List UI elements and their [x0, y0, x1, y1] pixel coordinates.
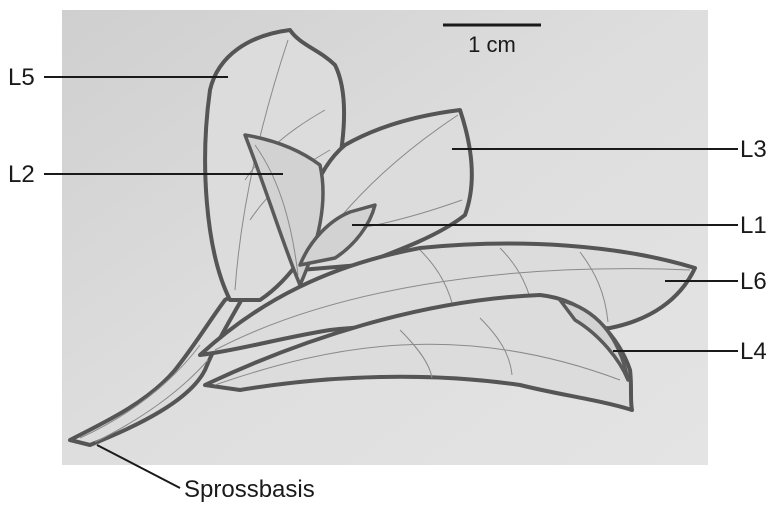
label-l5: L5 — [8, 64, 35, 91]
label-l3: L3 — [740, 136, 767, 163]
label-l4: L4 — [740, 338, 767, 365]
label-l6: L6 — [740, 268, 767, 295]
label-sprossbasis: Sprossbasis — [184, 476, 315, 503]
label-l1: L1 — [740, 212, 767, 239]
label-l2: L2 — [8, 161, 35, 188]
scale-bar-label: 1 cm — [468, 32, 516, 57]
